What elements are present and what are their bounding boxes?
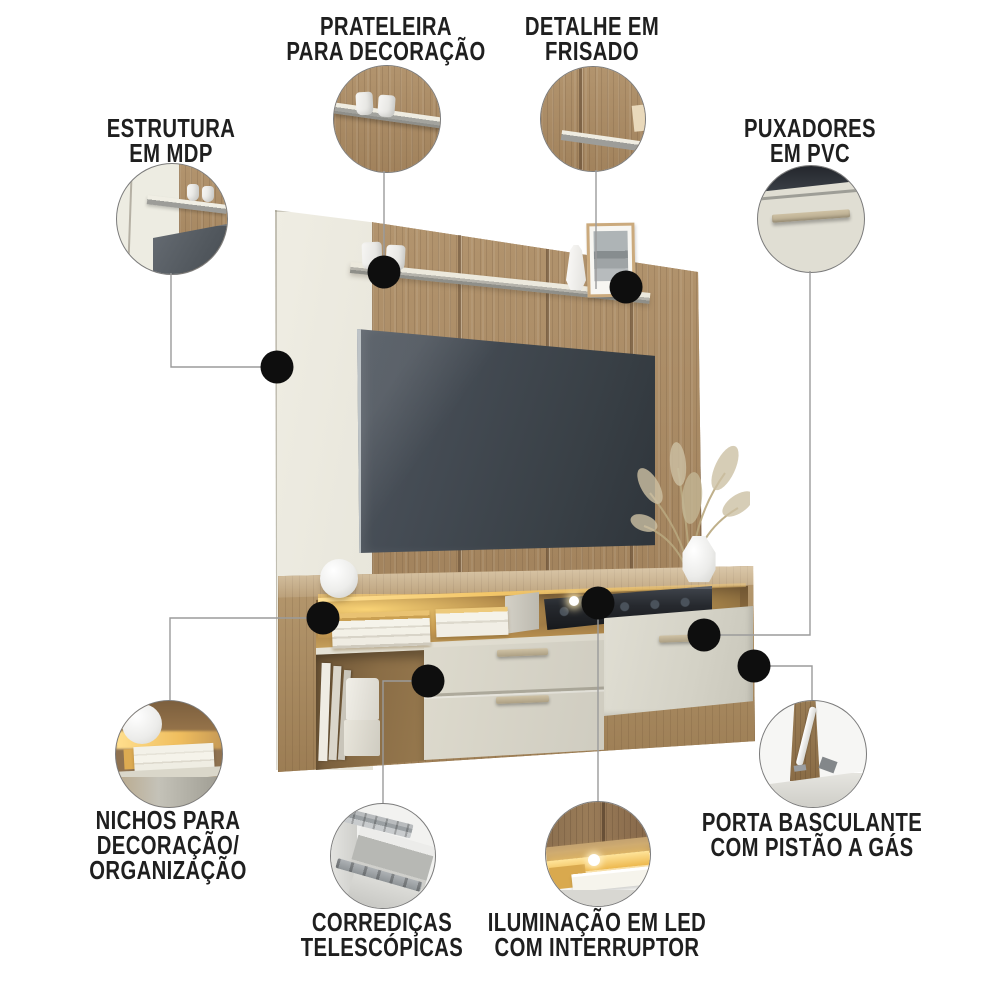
decor-cup [385,244,406,271]
inset-corredicas [330,803,436,909]
decor-cup [361,241,383,270]
inset-porta-basculante [759,700,867,808]
callout-label-nichos: NICHOS PARA DECORAÇÃO/ ORGANIZAÇÃO [67,805,270,885]
callout-line-estrutura [170,273,277,368]
callout-label-corredicas: CORREDIÇAS TELESCÓPICAS [281,907,484,962]
decor-canister [344,720,380,756]
book-stack [435,606,509,638]
decor-cup [377,94,396,118]
decor-cup [355,91,374,116]
callout-label-porta: PORTA BASCULANTE COM PISTÃO A GÁS [699,807,925,862]
label-line: COM PISTÃO A GÁS [710,832,914,862]
inset-nichos [115,700,223,808]
label-line: ORGANIZAÇÃO [89,855,247,885]
callout-label-frisado: DETALHE EM FRISADO [506,11,678,66]
plant-plumes [630,442,750,532]
label-line: EM PVC [769,138,851,168]
label-line: PARA DECORAÇÃO [286,36,486,66]
label-line: FRISADO [545,36,639,66]
led-switch [569,596,579,606]
sphere-lamp [122,704,162,744]
label-line: PUXADORES [744,113,876,143]
label-line: ILUMINAÇÃO EM LED [487,907,707,937]
shelf-surface [546,890,650,906]
label-line: ESTRUTURA [106,113,236,143]
tv-screen [357,329,655,553]
shelf-vase [566,245,586,290]
round-switch [588,854,600,866]
wood-texture [541,67,645,171]
label-line: PRATELEIRA [320,11,452,41]
callout-label-estrutura: ESTRUTURA EM MDP [85,113,257,168]
decor-cup [202,186,214,202]
lower-fronts [116,777,222,807]
decor-cup [187,184,199,201]
frame-photo [593,230,629,282]
shadow-band [758,166,864,192]
label-line: PORTA BASCULANTE [701,807,923,837]
inset-estrutura-mdp [116,163,228,275]
panel-edge [127,164,133,274]
groove-detail [579,67,582,171]
inset-prateleira [333,65,441,173]
callout-line-porta [754,665,813,700]
label-line: NICHOS PARA [95,805,241,835]
door-handle [658,634,703,643]
callout-label-prateleira: PRATELEIRA PARA DECORAÇÃO [285,11,488,66]
flip-door [604,606,753,716]
label-line: COM INTERRUPTOR [494,932,700,962]
inset-puxadores [757,165,865,273]
book-stack [331,610,431,649]
tv-corner [153,224,227,274]
pvc-handle [771,209,851,223]
label-line: DECORAÇÃO/ [96,830,240,860]
niche-divider [505,592,539,634]
groove-detail [602,802,605,850]
callout-label-puxadores: PUXADORES EM PVC [724,113,896,168]
picture-frame [586,222,636,298]
inset-frisado [540,66,646,172]
label-line: DETALHE EM [524,11,660,41]
label-line: TELESCÓPICAS [300,932,464,962]
callout-label-iluminacao: ILUMINAÇÃO EM LED COM INTERRUPTOR [480,907,714,962]
frame-corner [631,104,645,132]
label-line: CORREDIÇAS [311,907,453,937]
piston-bracket [818,756,838,774]
label-line: EM MDP [129,138,213,168]
decor-canister [346,678,379,720]
sphere-lamp [320,559,358,598]
inset-iluminacao [545,801,651,907]
